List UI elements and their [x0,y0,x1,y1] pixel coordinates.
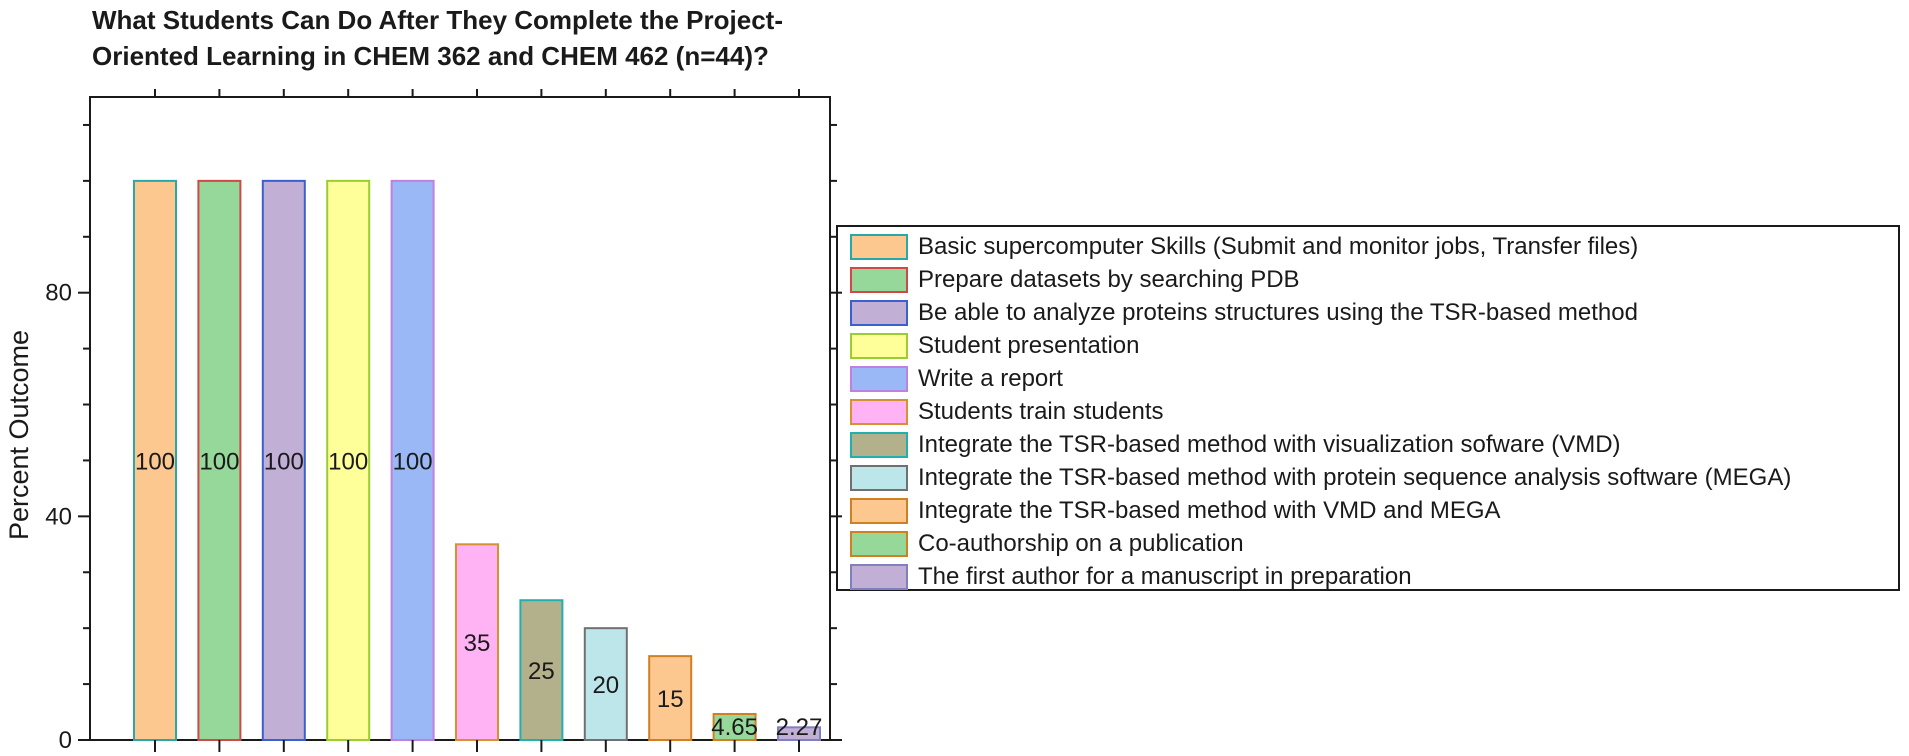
legend-swatch [850,530,908,557]
legend-label: Co-authorship on a publication [918,529,1244,557]
legend-label: Write a report [918,364,1063,392]
legend-swatch [850,464,908,491]
legend-label: Student presentation [918,331,1140,359]
legend-item: Students train students [850,395,1886,428]
legend-item: Prepare datasets by searching PDB [850,263,1886,296]
plot-area: 0 40 80 100 100 100 100 100 35 25 20 15 4.65 2.27 [45,89,842,754]
bar-value-label: 100 [328,448,368,475]
legend-swatch [850,431,908,458]
bar-value-label: 25 [528,658,555,685]
bar-value-label: 20 [592,672,619,699]
legend-label: Students train students [918,397,1164,425]
bar [648,655,693,741]
y-axis-label: Percent Outcome [4,330,34,540]
legend-swatch [850,398,908,425]
legend-label: Basic supercomputer Skills (Submit and m… [918,232,1639,260]
bar-value-label: 15 [657,686,684,713]
bar-value-label: 100 [135,448,175,475]
legend-label: Integrate the TSR-based method with visu… [918,430,1621,458]
legend-item: Integrate the TSR-based method with visu… [850,428,1886,461]
bar-value-label: 100 [393,448,433,475]
legend-swatch [850,497,908,524]
chart-title: What Students Can Do After They Complete… [92,2,872,74]
bar-value-label: 35 [464,630,491,657]
y-tick-label: 0 [59,727,72,754]
bar [583,627,628,741]
legend-swatch [850,332,908,359]
y-tick-label: 80 [45,280,72,307]
bar-value-label: 100 [264,448,304,475]
legend-item: Write a report [850,362,1886,395]
legend-label: Prepare datasets by searching PDB [918,265,1300,293]
legend-item: Integrate the TSR-based method with prot… [850,461,1886,494]
legend-item: The first author for a manuscript in pre… [850,560,1886,593]
legend-item: Basic supercomputer Skills (Submit and m… [850,230,1886,263]
bar [455,543,499,741]
legend-item: Student presentation [850,329,1886,362]
legend: Basic supercomputer Skills (Submit and m… [836,225,1900,591]
legend-label: Integrate the TSR-based method with VMD … [918,496,1501,524]
legend-swatch [850,233,908,260]
bar [712,713,757,741]
legend-swatch [850,365,908,392]
bar-value-label: 100 [199,448,239,475]
chart-title-line-2: Oriented Learning in CHEM 362 and CHEM 4… [92,41,769,71]
y-tick-label: 40 [45,503,72,530]
legend-label: The first author for a manuscript in pre… [918,562,1412,590]
legend-label: Be able to analyze proteins structures u… [918,298,1638,326]
legend-swatch [850,563,908,590]
bar-value-label: 4.65 [711,714,758,741]
legend-item: Be able to analyze proteins structures u… [850,296,1886,329]
bar [390,179,435,741]
chart-title-line-1: What Students Can Do After They Complete… [92,5,783,35]
legend-swatch [850,266,908,293]
legend-item: Integrate the TSR-based method with VMD … [850,494,1886,527]
bar [197,179,242,741]
legend-label: Integrate the TSR-based method with prot… [918,463,1792,491]
legend-item: Co-authorship on a publication [850,527,1886,560]
bar-value-label: 2.27 [776,714,823,741]
bar [519,599,564,742]
bar [133,179,177,741]
legend-swatch [850,299,908,326]
